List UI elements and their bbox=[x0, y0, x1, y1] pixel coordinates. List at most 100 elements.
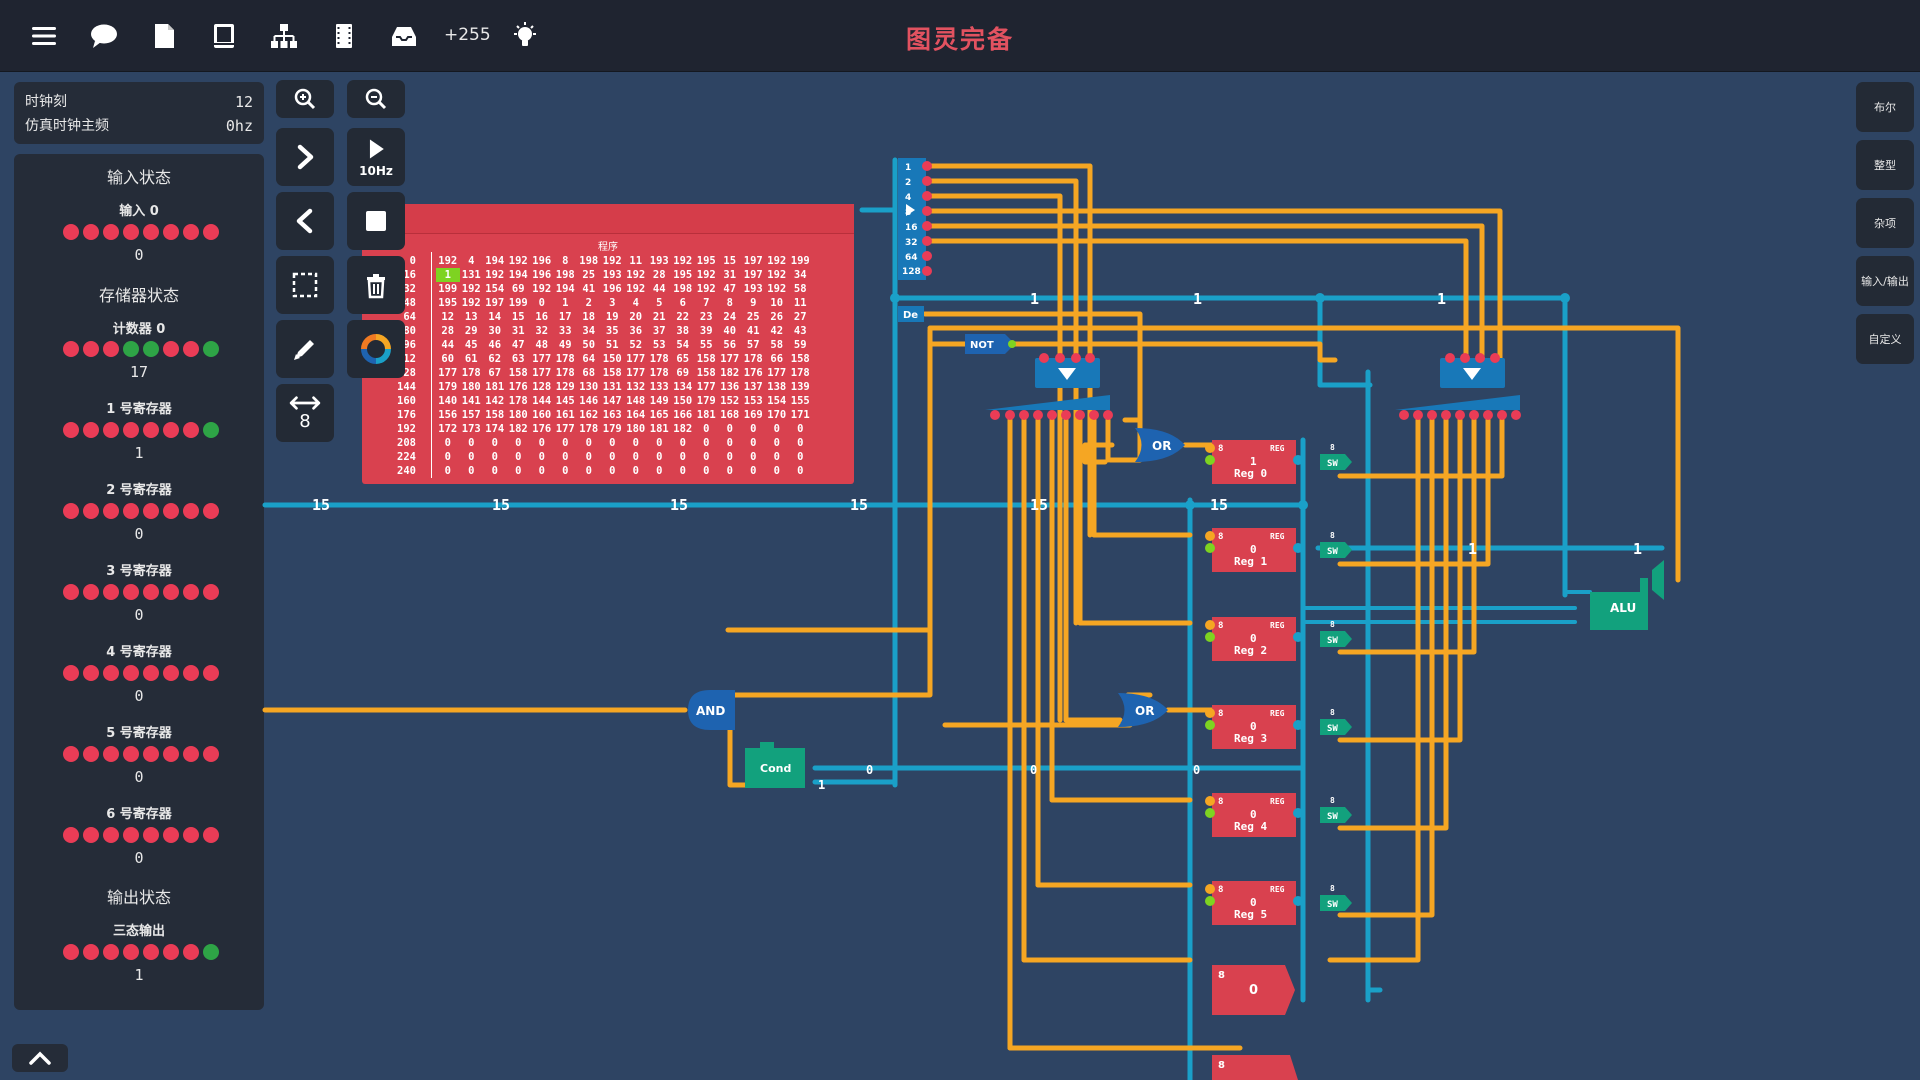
step-forward-button[interactable] bbox=[276, 128, 334, 186]
program-cell[interactable]: 196 bbox=[602, 283, 622, 295]
program-cell[interactable]: 166 bbox=[673, 409, 693, 421]
program-cell[interactable]: 158 bbox=[790, 353, 810, 365]
program-cell[interactable]: 15 bbox=[723, 255, 737, 267]
program-cell[interactable]: 32 bbox=[535, 325, 549, 337]
program-cell[interactable]: 178 bbox=[649, 353, 669, 365]
program-cell[interactable]: 44 bbox=[652, 283, 666, 295]
program-cell[interactable]: 0 bbox=[656, 437, 663, 449]
zoom-in-button[interactable] bbox=[276, 80, 334, 118]
program-cell[interactable]: 68 bbox=[582, 367, 596, 379]
program-cell[interactable]: 11 bbox=[793, 297, 807, 309]
program-cell[interactable]: 181 bbox=[696, 409, 716, 421]
program-cell[interactable]: 197 bbox=[743, 255, 763, 267]
program-cell[interactable]: 26 bbox=[770, 311, 784, 323]
program-cell[interactable]: 0 bbox=[703, 423, 710, 435]
program-cell[interactable]: 180 bbox=[461, 381, 481, 393]
program-cell[interactable]: 178 bbox=[555, 367, 575, 379]
program-cell[interactable]: 0 bbox=[491, 437, 498, 449]
program-cell[interactable]: 134 bbox=[673, 381, 693, 393]
delete-button[interactable] bbox=[347, 256, 405, 314]
program-cell[interactable]: 1 bbox=[436, 268, 460, 282]
program-cell[interactable]: 194 bbox=[508, 269, 528, 281]
program-cell[interactable]: 192 bbox=[696, 283, 716, 295]
program-cell[interactable]: 137 bbox=[743, 381, 763, 393]
program-cell[interactable]: 25 bbox=[746, 311, 760, 323]
program-cell[interactable]: 39 bbox=[699, 325, 713, 337]
program-cell[interactable]: 156 bbox=[438, 409, 458, 421]
program-cell[interactable]: 131 bbox=[602, 381, 622, 393]
program-cell[interactable]: 0 bbox=[773, 423, 780, 435]
program-cell[interactable]: 0 bbox=[585, 451, 592, 463]
program-cell[interactable]: 197 bbox=[743, 269, 763, 281]
program-cell[interactable]: 0 bbox=[679, 437, 686, 449]
program-cell[interactable]: 139 bbox=[790, 381, 810, 393]
program-cell[interactable]: 31 bbox=[511, 325, 525, 337]
program-cell[interactable]: 192 bbox=[602, 255, 622, 267]
program-cell[interactable]: 146 bbox=[579, 395, 599, 407]
program-cell[interactable]: 44 bbox=[441, 339, 455, 351]
program-cell[interactable]: 177 bbox=[626, 367, 646, 379]
program-cell[interactable]: 177 bbox=[438, 367, 458, 379]
program-cell[interactable]: 0 bbox=[468, 437, 475, 449]
pencil-button[interactable] bbox=[276, 320, 334, 378]
program-cell[interactable]: 178 bbox=[508, 395, 528, 407]
film-icon[interactable] bbox=[328, 20, 360, 52]
program-cell[interactable]: 163 bbox=[602, 409, 622, 421]
program-cell[interactable]: 1 bbox=[562, 297, 569, 309]
program-cell[interactable]: 69 bbox=[676, 367, 690, 379]
program-cell[interactable]: 182 bbox=[673, 423, 693, 435]
program-cell[interactable]: 196 bbox=[532, 255, 552, 267]
program-cell[interactable]: 4 bbox=[632, 297, 639, 309]
program-cell[interactable]: 56 bbox=[723, 339, 737, 351]
program-cell[interactable]: 176 bbox=[743, 367, 763, 379]
program-cell[interactable]: 198 bbox=[555, 269, 575, 281]
switch-2[interactable]: SW8 bbox=[1320, 620, 1352, 647]
program-cell[interactable]: 179 bbox=[696, 395, 716, 407]
program-cell[interactable]: 192 bbox=[767, 283, 787, 295]
program-cell[interactable]: 129 bbox=[555, 381, 575, 393]
program-cell[interactable]: 174 bbox=[485, 423, 505, 435]
program-cell[interactable]: 141 bbox=[461, 395, 481, 407]
program-cell[interactable]: 192 bbox=[626, 269, 646, 281]
program-cell[interactable]: 0 bbox=[797, 451, 804, 463]
program-cell[interactable]: 28 bbox=[441, 325, 455, 337]
program-cell[interactable]: 177 bbox=[696, 381, 716, 393]
program-cell[interactable]: 192 bbox=[485, 269, 505, 281]
program-cell[interactable]: 38 bbox=[676, 325, 690, 337]
program-cell[interactable]: 195 bbox=[673, 269, 693, 281]
program-cell[interactable]: 192 bbox=[438, 255, 458, 267]
program-cell[interactable]: 61 bbox=[464, 353, 478, 365]
program-cell[interactable]: 160 bbox=[532, 409, 552, 421]
program-cell[interactable]: 50 bbox=[582, 339, 596, 351]
program-cell[interactable]: 45 bbox=[464, 339, 478, 351]
bus-width-button[interactable]: 8 bbox=[276, 384, 334, 442]
program-cell[interactable]: 0 bbox=[562, 451, 569, 463]
program-cell[interactable]: 0 bbox=[444, 437, 451, 449]
program-cell[interactable]: 0 bbox=[750, 465, 757, 477]
program-cell[interactable]: 178 bbox=[555, 353, 575, 365]
program-cell[interactable]: 41 bbox=[582, 283, 596, 295]
program-cell[interactable]: 40 bbox=[723, 325, 737, 337]
program-cell[interactable]: 192 bbox=[767, 269, 787, 281]
program-cell[interactable]: 52 bbox=[629, 339, 643, 351]
program-cell[interactable]: 0 bbox=[797, 437, 804, 449]
program-cell[interactable]: 0 bbox=[515, 451, 522, 463]
program-cell[interactable]: 65 bbox=[676, 353, 690, 365]
program-cell[interactable]: 192 bbox=[461, 297, 481, 309]
program-cell[interactable]: 154 bbox=[485, 283, 505, 295]
program-cell[interactable]: 162 bbox=[579, 409, 599, 421]
program-cell[interactable]: 0 bbox=[726, 451, 733, 463]
program-cell[interactable]: 58 bbox=[770, 339, 784, 351]
program-cell[interactable]: 0 bbox=[773, 437, 780, 449]
category-boolean[interactable]: 布尔 bbox=[1856, 82, 1914, 132]
program-header[interactable] bbox=[362, 204, 854, 234]
program-cell[interactable]: 182 bbox=[720, 367, 740, 379]
program-cell[interactable]: 150 bbox=[673, 395, 693, 407]
program-cell[interactable]: 33 bbox=[558, 325, 572, 337]
program-cell[interactable]: 193 bbox=[743, 283, 763, 295]
book-icon[interactable] bbox=[208, 20, 240, 52]
program-cell[interactable]: 177 bbox=[767, 367, 787, 379]
